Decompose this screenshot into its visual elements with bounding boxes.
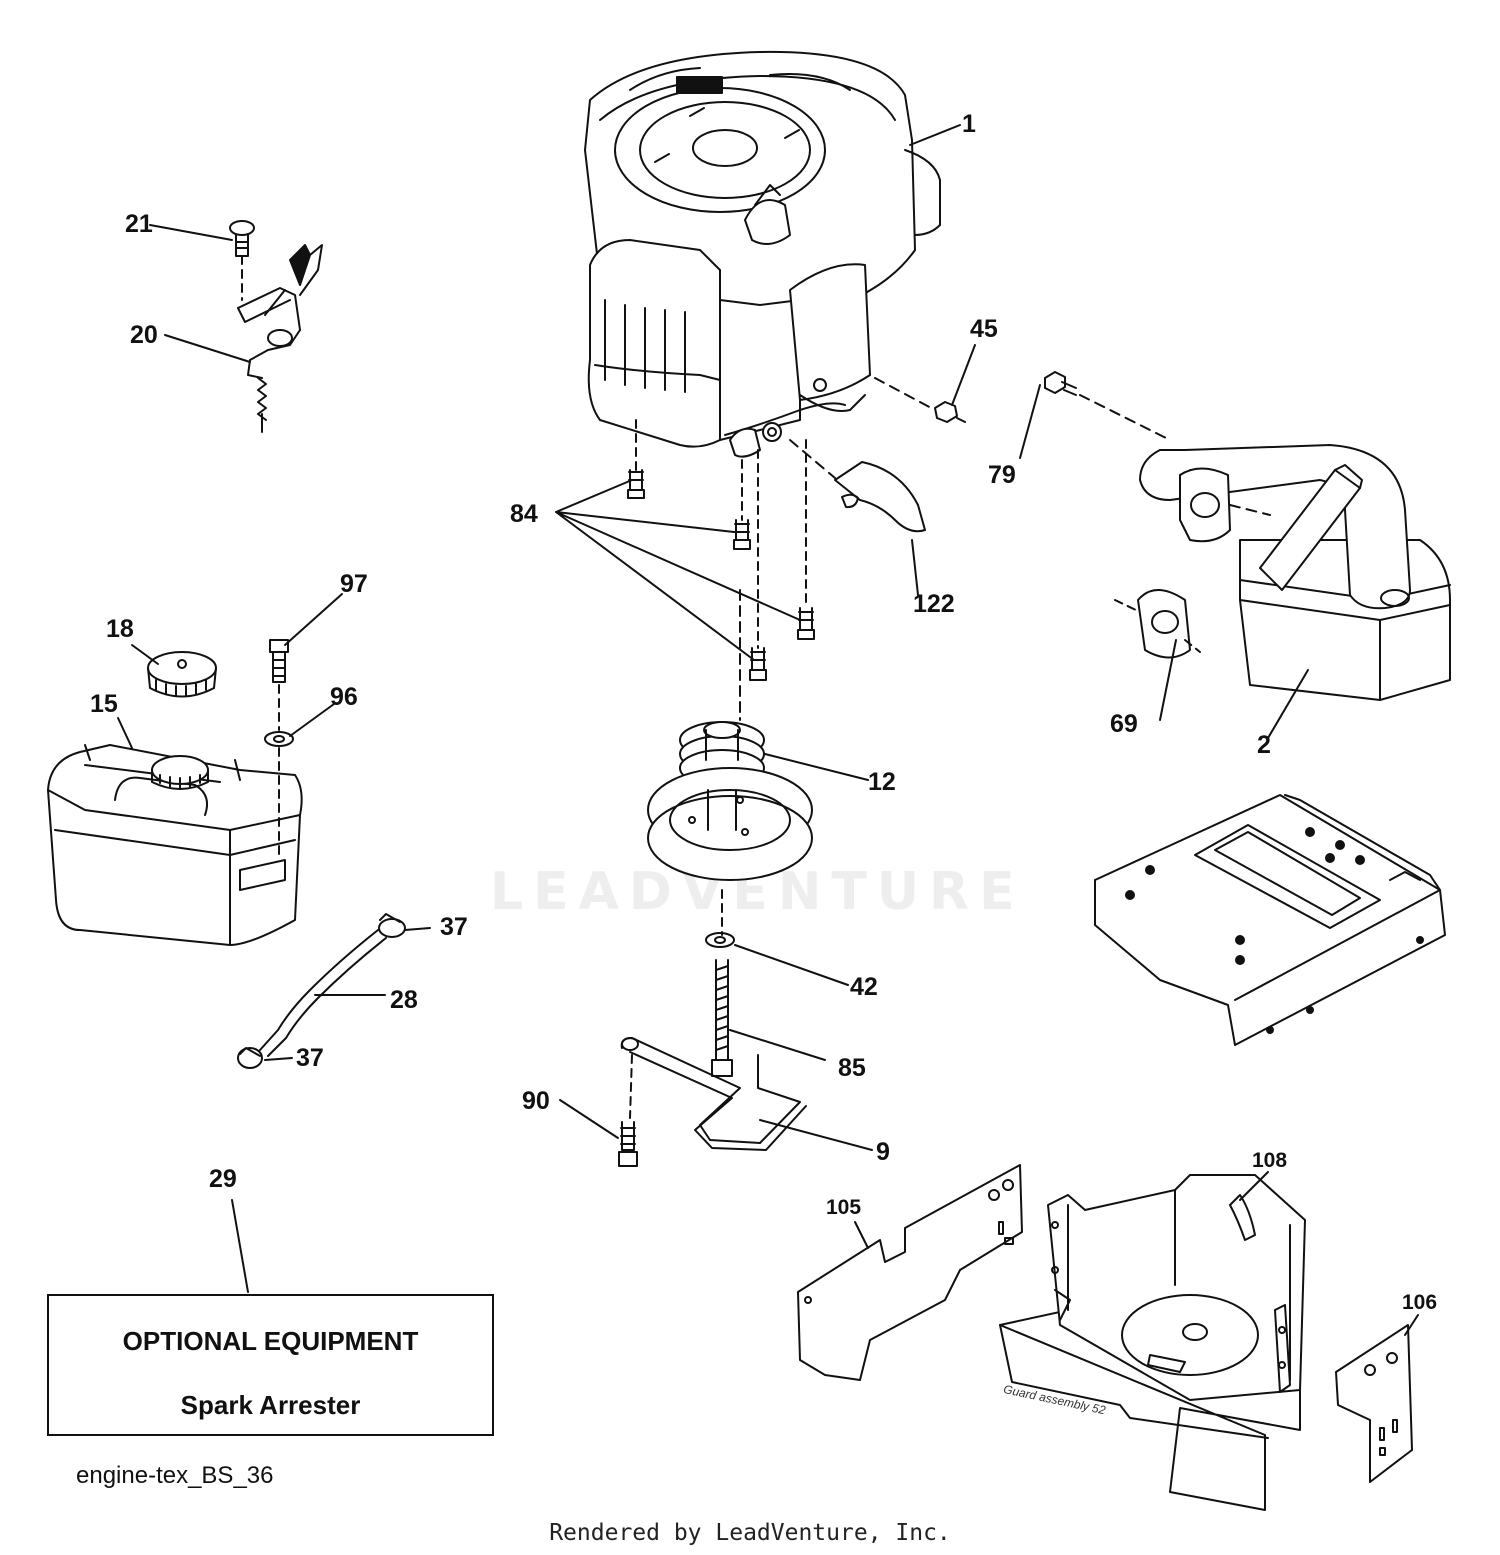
mounting-bolt-part[interactable] — [733, 459, 751, 550]
fuel-cap-part[interactable] — [147, 651, 217, 698]
fuel-tank-part[interactable] — [47, 744, 303, 946]
heat-shield-part[interactable] — [834, 461, 926, 533]
callout-18: 18 — [106, 615, 134, 643]
mounting-bolt-part[interactable] — [797, 439, 815, 640]
callout-97: 97 — [340, 570, 368, 598]
callout-122: 122 — [913, 590, 955, 618]
guard-assembly-part[interactable] — [999, 1174, 1306, 1511]
callout-90: 90 — [522, 1087, 550, 1115]
callout-45: 45 — [970, 315, 998, 343]
engine-mount-frame — [1094, 794, 1446, 1046]
fuel-line-part[interactable] — [259, 929, 387, 1057]
side-plate-part[interactable] — [1335, 1324, 1413, 1483]
callout-69: 69 — [1110, 710, 1138, 738]
throttle-spring-part[interactable] — [257, 377, 267, 433]
callout-37-lower: 37 — [296, 1044, 324, 1072]
guide-bolt-part[interactable] — [618, 1054, 638, 1167]
optional-equipment-box: OPTIONAL EQUIPMENT Spark Arrester — [47, 1294, 494, 1436]
callout-15: 15 — [90, 690, 118, 718]
callout-108: 108 — [1252, 1149, 1288, 1172]
mounting-bolt-part[interactable] — [749, 449, 767, 681]
hose-clamp-lower-part[interactable] — [237, 1047, 263, 1069]
pulley-bolt-part[interactable] — [711, 959, 733, 1077]
callout-42: 42 — [850, 973, 878, 1001]
hose-clamp-upper-part[interactable] — [378, 913, 406, 938]
muffler-gasket-part[interactable] — [1137, 589, 1191, 659]
callout-9: 9 — [876, 1138, 890, 1166]
callout-28: 28 — [390, 986, 418, 1014]
engine-pulley-part[interactable] — [647, 721, 813, 881]
exhaust-gasket-part[interactable] — [1179, 467, 1231, 543]
callout-96: 96 — [330, 683, 358, 711]
engine-part[interactable] — [584, 50, 941, 458]
mounting-bolt-part[interactable] — [627, 419, 645, 499]
tank-bolt-part[interactable] — [269, 639, 289, 683]
callout-84: 84 — [510, 500, 538, 528]
belt-guide-part[interactable] — [620, 1037, 807, 1151]
callout-2: 2 — [1257, 731, 1271, 759]
engine-nut-part[interactable] — [934, 401, 966, 423]
optional-equipment-title: OPTIONAL EQUIPMENT — [122, 1326, 419, 1356]
callout-12: 12 — [868, 768, 896, 796]
diagram-id: engine-tex_BS_36 — [76, 1462, 274, 1489]
spark-arrester-label[interactable]: Spark Arrester — [180, 1390, 361, 1420]
callout-29: 29 — [209, 1165, 237, 1193]
callout-106: 106 — [1402, 1291, 1438, 1314]
callout-21: 21 — [125, 210, 153, 238]
render-credit: Rendered by LeadVenture, Inc. — [549, 1520, 951, 1546]
callout-85: 85 — [838, 1054, 866, 1082]
side-panel-part[interactable] — [797, 1164, 1023, 1381]
callout-20: 20 — [130, 321, 158, 349]
throttle-control-bracket-part[interactable] — [237, 244, 323, 379]
bracket-screw-part[interactable] — [229, 220, 255, 301]
exhaust-bolt-part[interactable] — [1044, 371, 1077, 396]
pulley-washer-part[interactable] — [705, 932, 735, 948]
tank-washer-part[interactable] — [264, 731, 294, 747]
callout-1: 1 — [962, 110, 976, 138]
callout-79: 79 — [988, 461, 1016, 489]
callout-105: 105 — [826, 1196, 862, 1219]
leader-lines — [117, 124, 1419, 1336]
callout-37-upper: 37 — [440, 913, 468, 941]
